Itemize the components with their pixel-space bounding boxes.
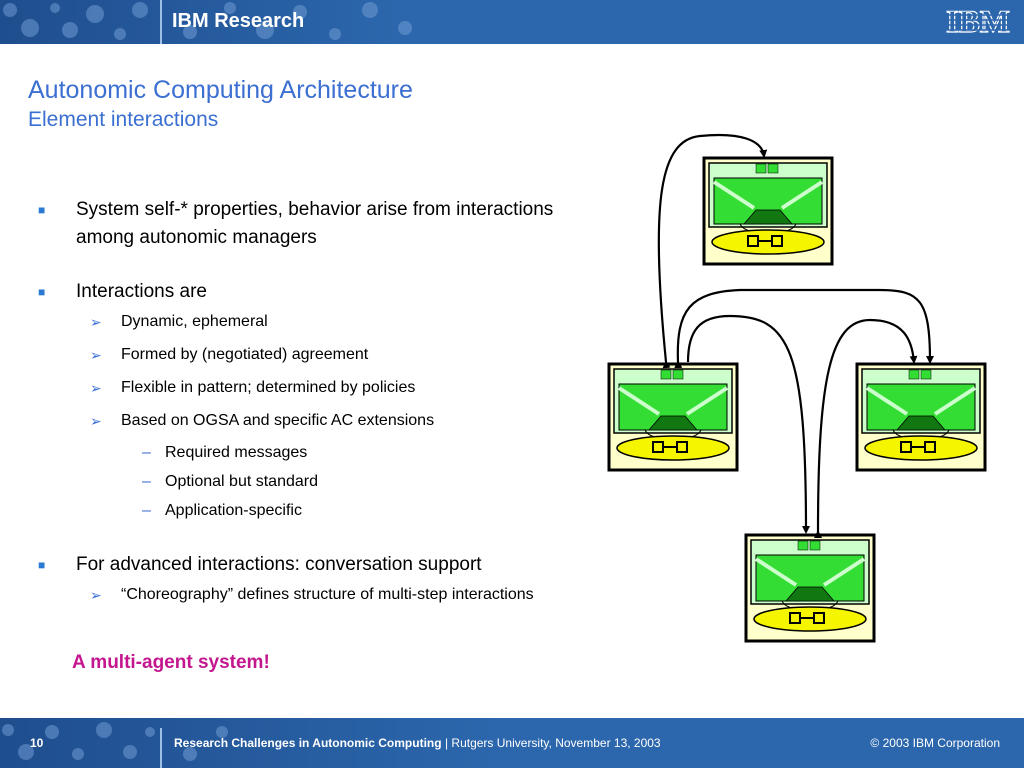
footer-copyright: © 2003 IBM Corporation bbox=[870, 736, 1000, 750]
slide-subtitle: Element interactions bbox=[28, 108, 219, 131]
sub-bullet-text: Dynamic, ephemeral bbox=[121, 313, 268, 330]
multi-agent-note: A multi-agent system! bbox=[72, 652, 270, 673]
bullet-text: For advanced interactions: conversation … bbox=[76, 554, 482, 575]
footer-description: Research Challenges in Autonomic Computi… bbox=[174, 736, 661, 750]
sub-bullet-text: “Choreography” defines structure of mult… bbox=[121, 586, 534, 603]
ibm-logo-text: IBM bbox=[946, 4, 1010, 38]
bullet-item: ■ System self-* properties, behavior ari… bbox=[38, 196, 556, 252]
sub-bullet-text: Flexible in pattern; determined by polic… bbox=[121, 379, 416, 396]
autonomic-element-right bbox=[855, 362, 987, 472]
autonomic-element-left bbox=[607, 362, 739, 472]
sub-bullet-item: ➢ “Choreography” defines structure of mu… bbox=[38, 585, 638, 605]
bullet-item: ■ Interactions are bbox=[38, 278, 638, 306]
interaction-arrows bbox=[657, 133, 934, 539]
arrowhead-bullet-icon: ➢ bbox=[90, 380, 102, 396]
header-divider bbox=[160, 0, 162, 44]
dash-bullet-icon: – bbox=[142, 473, 151, 490]
autonomic-element-bottom bbox=[744, 533, 876, 643]
sub-sub-bullet-item: – Optional but standard bbox=[38, 472, 638, 492]
footer-bar: 10 Research Challenges in Autonomic Comp… bbox=[0, 718, 1024, 768]
arrowhead-bullet-icon: ➢ bbox=[90, 587, 102, 603]
sub-sub-bullet-text: Optional but standard bbox=[165, 473, 318, 490]
square-bullet-icon: ■ bbox=[38, 203, 46, 217]
interaction-arrow bbox=[674, 288, 934, 369]
page-number: 10 bbox=[30, 736, 44, 750]
sub-bullet-item: ➢ Formed by (negotiated) agreement bbox=[38, 345, 638, 365]
arrowhead-bullet-icon: ➢ bbox=[90, 314, 102, 330]
header-brand: IBM Research bbox=[172, 10, 305, 32]
bullet-text: Interactions are bbox=[76, 281, 207, 302]
dash-bullet-icon: – bbox=[142, 444, 151, 461]
slide-title: Autonomic Computing Architecture bbox=[28, 76, 413, 104]
dash-bullet-icon: – bbox=[142, 502, 151, 519]
square-bullet-icon: ■ bbox=[38, 558, 46, 572]
sub-sub-bullet-item: – Application-specific bbox=[38, 501, 638, 521]
square-bullet-icon: ■ bbox=[38, 285, 46, 299]
bullet-text: System self-* properties, behavior arise… bbox=[76, 199, 554, 248]
footer-separator: | bbox=[444, 736, 449, 750]
sub-bullet-item: ➢ Dynamic, ephemeral bbox=[38, 312, 638, 332]
interaction-arrow bbox=[686, 314, 810, 534]
interaction-arrow bbox=[813, 318, 918, 539]
arrowhead-bullet-icon: ➢ bbox=[90, 347, 102, 363]
sub-sub-bullet-item: – Required messages bbox=[38, 443, 638, 463]
sub-sub-bullet-text: Required messages bbox=[165, 444, 308, 461]
sub-sub-bullet-text: Application-specific bbox=[165, 502, 302, 519]
bullet-item: ■ For advanced interactions: conversatio… bbox=[38, 551, 638, 579]
bullet-list: ■ System self-* properties, behavior ari… bbox=[38, 196, 638, 605]
footer-divider bbox=[160, 728, 162, 768]
sub-bullet-text: Formed by (negotiated) agreement bbox=[121, 346, 369, 363]
element-interaction-diagram bbox=[607, 133, 987, 643]
autonomic-element-top bbox=[702, 156, 834, 266]
sub-bullet-text: Based on OGSA and specific AC extensions bbox=[121, 412, 435, 429]
footer-venue: Rutgers University, November 13, 2003 bbox=[451, 736, 661, 750]
arrowhead-bullet-icon: ➢ bbox=[90, 413, 102, 429]
footer-title: Research Challenges in Autonomic Computi… bbox=[174, 736, 442, 750]
ibm-logo-icon: IBM bbox=[942, 4, 1014, 38]
footer-dot-pattern bbox=[2, 722, 228, 761]
header-dot-pattern bbox=[3, 2, 412, 40]
sub-bullet-item: ➢ Flexible in pattern; determined by pol… bbox=[38, 378, 638, 398]
sub-bullet-item: ➢ Based on OGSA and specific AC extensio… bbox=[38, 411, 638, 431]
interaction-arrow bbox=[657, 133, 768, 369]
header-bar: IBM Research IBM bbox=[0, 0, 1024, 44]
